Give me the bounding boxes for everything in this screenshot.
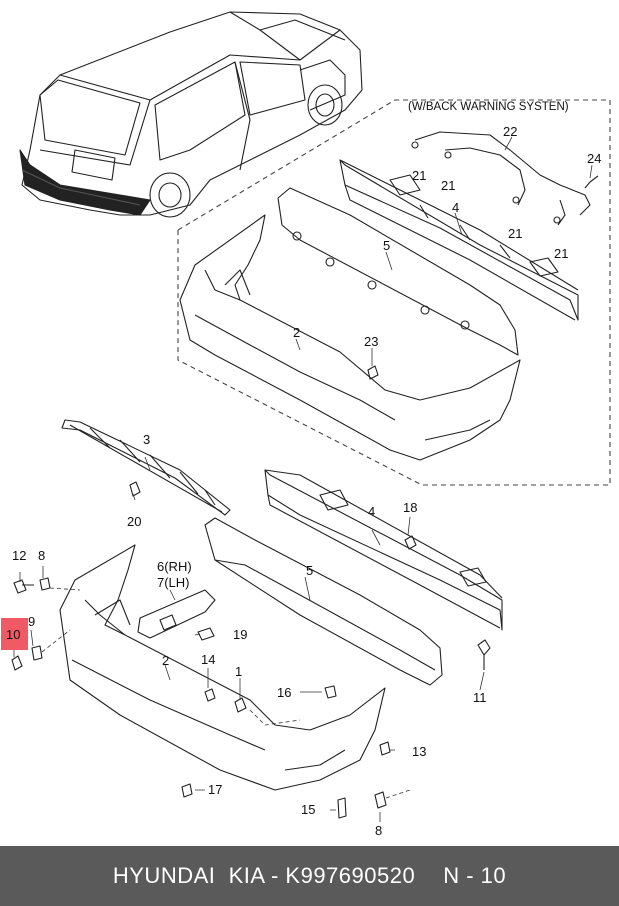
callout-3: 3: [143, 432, 150, 447]
callout-14: 14: [201, 652, 215, 667]
bolt-12: [13, 579, 34, 594]
option-group-border: [177, 99, 611, 486]
screw-10: [11, 655, 23, 671]
vehicle-illustration: [19, 11, 363, 218]
nut-9: [31, 645, 43, 661]
upper-bumper-cover-2: [179, 214, 521, 461]
nut-18: [404, 535, 417, 550]
clip-23: [367, 365, 379, 380]
parts-diagram: (W/BACK WARNING SYSTEN) 22 24 21 21 21 2…: [11, 11, 611, 838]
upper-beam-4: [339, 159, 579, 321]
footer-page-ref: N - 10: [443, 863, 507, 888]
callout-4: 4: [368, 504, 375, 519]
option-note: (W/BACK WARNING SYSTEN): [408, 101, 569, 113]
callout-5: 5: [306, 563, 313, 578]
callout-24: 24: [587, 151, 601, 166]
callout-20: 20: [127, 514, 141, 529]
callout-13: 13: [412, 744, 426, 759]
clip-14: [204, 688, 216, 702]
callout-7-lh: 7(LH): [157, 575, 190, 590]
callout-5: 5: [383, 238, 390, 253]
callout-12: 12: [12, 548, 26, 563]
callout-22: 22: [503, 124, 517, 139]
upper-absorber-5: [277, 187, 519, 356]
footer-bar: HYUNDAI KIA - K997690520 N - 10: [0, 846, 619, 906]
callout-9: 9: [28, 614, 35, 629]
callout-2: 2: [162, 653, 169, 668]
callout-8: 8: [375, 823, 382, 838]
nut-8: [39, 577, 51, 591]
callout-21: 21: [508, 226, 522, 241]
grille-3: [61, 419, 231, 516]
sensor-harness-22: [411, 131, 599, 226]
callout-17: 17: [208, 782, 222, 797]
callout-19: 19: [233, 627, 247, 642]
footer-part-number: HYUNDAI KIA - K997690520: [112, 863, 416, 888]
clip-17: [181, 783, 193, 798]
callout-23: 23: [364, 334, 378, 349]
lower-absorber-5: [204, 517, 443, 686]
bracket-6-7: [137, 589, 216, 639]
clip-16: [324, 685, 337, 699]
callout-18: 18: [403, 500, 417, 515]
callout-1: 1: [235, 664, 242, 679]
callout-2: 2: [293, 325, 300, 340]
bolt-15: [337, 797, 347, 819]
callout-11: 11: [473, 690, 487, 705]
clip-13: [379, 741, 391, 756]
callout-15: 15: [301, 802, 315, 817]
clip-8b: [374, 791, 387, 809]
leader-lines: [13, 136, 593, 822]
clip-19: [197, 627, 215, 641]
callout-21: 21: [412, 168, 426, 183]
callout-6-rh: 6(RH): [157, 559, 192, 574]
callout-21: 21: [554, 246, 568, 261]
clip-20: [129, 481, 141, 497]
clip-1: [234, 697, 247, 713]
highlight-part-10: [1, 618, 28, 650]
callout-16: 16: [277, 685, 291, 700]
callout-21: 21: [441, 178, 455, 193]
lower-bumper-cover-2: [59, 544, 386, 791]
callout-4: 4: [452, 200, 459, 215]
callout-8: 8: [38, 548, 45, 563]
lower-beam-4: [264, 469, 503, 631]
bolt-11: [477, 639, 491, 670]
